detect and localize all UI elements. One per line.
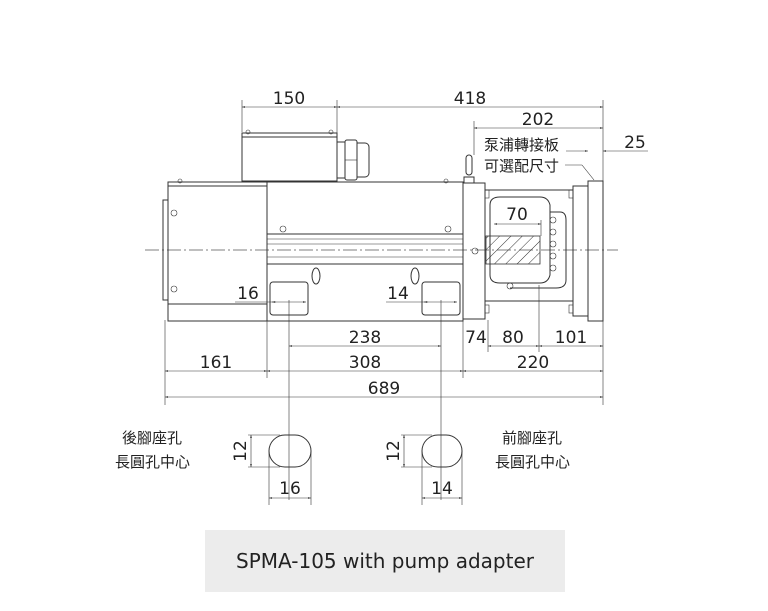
front-hole-label-line2: 長圓孔中心 [495, 453, 570, 471]
pump-adapter [462, 154, 604, 322]
rear-hole-label-line1: 後腳座孔 [122, 429, 182, 447]
dim-12-rear: 12 [231, 440, 251, 462]
dim-16-slot: 16 [279, 479, 301, 499]
dim-12-front: 12 [384, 440, 404, 462]
dim-308: 308 [349, 353, 381, 373]
dim-74: 74 [465, 328, 487, 348]
dim-14-slot: 14 [431, 479, 453, 499]
rear-slot-detail [248, 434, 312, 505]
dim-689: 689 [368, 379, 400, 399]
dim-16: 16 [237, 284, 259, 304]
dim-202: 202 [522, 110, 554, 130]
junction-box [241, 129, 370, 182]
dim-418: 418 [454, 89, 486, 109]
adapter-label-line2: 可選配尺寸 [484, 157, 559, 175]
dim-25: 25 [624, 133, 646, 153]
front-slot-detail [401, 434, 463, 505]
rear-hole-label-line2: 長圓孔中心 [115, 453, 190, 471]
front-hole-label-line1: 前腳座孔 [502, 429, 562, 447]
dim-14: 14 [387, 284, 409, 304]
dim-161: 161 [200, 353, 232, 373]
dim-220: 220 [517, 353, 549, 373]
motor-body [162, 178, 464, 322]
dim-101: 101 [555, 328, 587, 348]
dim-150: 150 [273, 89, 305, 109]
dim-80: 80 [502, 328, 524, 348]
dimension-lines [165, 106, 648, 398]
dim-70: 70 [506, 205, 528, 225]
dim-238: 238 [349, 328, 381, 348]
caption: SPMA-105 with pump adapter [205, 530, 565, 592]
adapter-label-line1: 泵浦轉接板 [484, 136, 559, 154]
